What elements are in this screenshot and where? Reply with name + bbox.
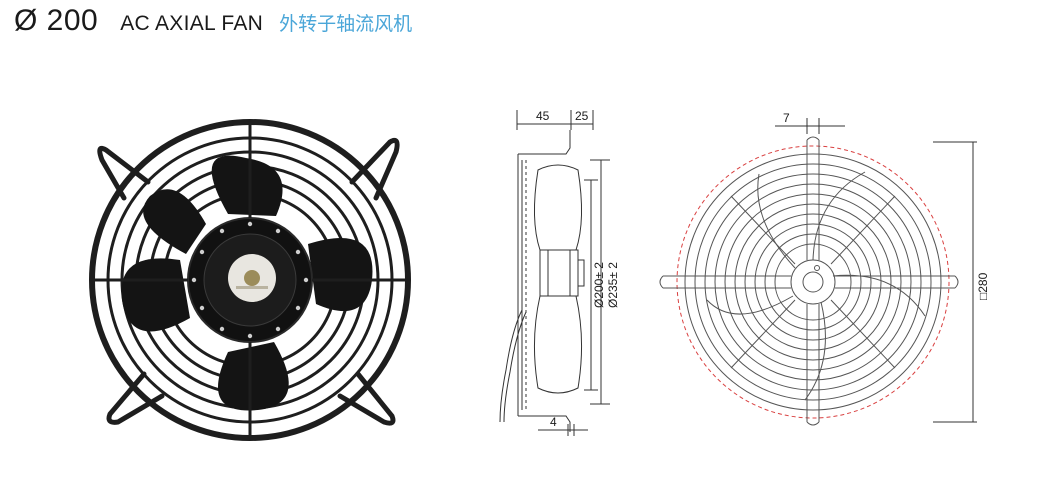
dim-top-right: 25 [575,109,589,123]
dim-top: 7 [783,111,790,125]
fan-photo [78,104,422,452]
fan-type-label: AC AXIAL FAN [120,12,264,35]
dim-top-left: 45 [536,109,550,123]
side-view-svg: 45 25 4 Ø200± 2 Ø235± 2 [499,109,620,436]
fan-size-label: Ø 200 [14,4,99,37]
side-view-drawing: 45 25 4 Ø200± 2 Ø235± 2 [478,100,628,440]
fan-type-chinese-label: 外转子轴流风机 [279,13,413,35]
front-view-drawing: 7 □280 [655,100,995,440]
dim-diameter-2: Ø235± 2 [606,262,620,308]
fan-photo-illustration [89,119,411,441]
dim-diameter-1: Ø200± 2 [592,262,606,308]
header: Ø 200 AC AXIAL FAN 外转子轴流风机 [14,4,412,44]
dim-square: □280 [976,272,990,300]
front-view-svg: 7 □280 [659,111,990,426]
dim-bottom: 4 [550,415,557,429]
